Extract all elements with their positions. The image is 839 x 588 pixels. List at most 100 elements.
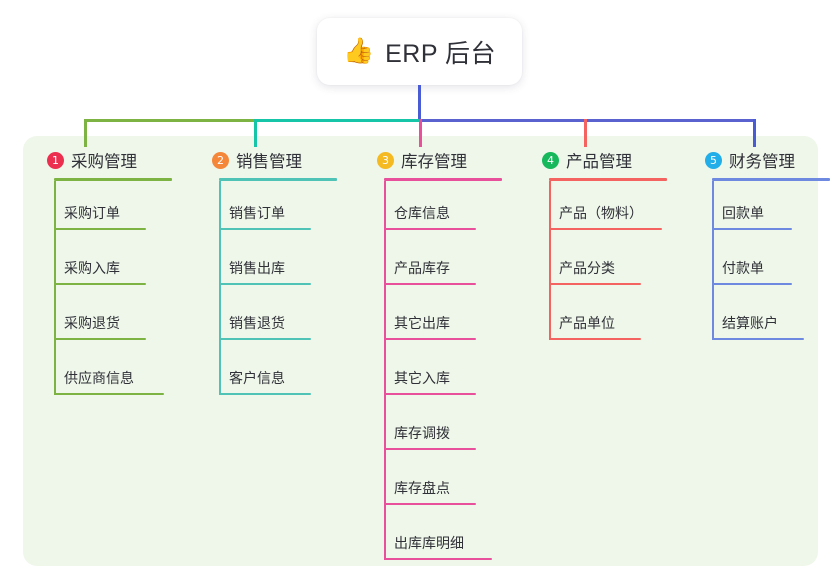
branch-item-rule [712, 338, 804, 340]
branch-item[interactable]: 产品分类 [528, 236, 678, 291]
branch-items-5: 回款单付款单结算账户 [691, 181, 839, 346]
branch-item-rule [219, 393, 311, 395]
branch-item[interactable]: 回款单 [691, 181, 839, 236]
branch-item-label: 产品（物料） [559, 205, 643, 221]
branch-item-label: 付款单 [722, 260, 764, 276]
branch-spine-1 [54, 181, 56, 395]
branch-item-label: 销售订单 [229, 205, 285, 221]
branch-item[interactable]: 采购订单 [33, 181, 183, 236]
branch-items-2: 销售订单销售出库销售退货客户信息 [198, 181, 348, 401]
branch-item[interactable]: 付款单 [691, 236, 839, 291]
branch-item-label: 仓库信息 [394, 205, 450, 221]
bar-segment-teal [254, 119, 419, 122]
branch-title-3: 库存管理 [401, 153, 467, 171]
diagram-panel-background [23, 136, 818, 566]
branch-spine-4 [549, 181, 551, 340]
drop-branch-3 [419, 119, 422, 147]
branch-item-rule [384, 558, 492, 560]
branch-item[interactable]: 销售退货 [198, 291, 348, 346]
bar-segment-green [84, 119, 254, 122]
branch-items-4: 产品（物料） 产品分类产品单位 [528, 181, 678, 346]
branch-column-4: 4 产品管理产品（物料） 产品分类产品单位 [528, 147, 678, 346]
branch-item-rule [384, 393, 476, 395]
branch-item-rule [712, 283, 792, 285]
branch-column-3: 3 库存管理仓库信息产品库存其它出库其它入库库存调拨库存盘点出库库明细 [363, 147, 513, 566]
branch-column-1: 1 采购管理采购订单采购入库采购退货供应商信息 [33, 147, 183, 401]
branch-item-label: 客户信息 [229, 370, 285, 386]
branch-item-rule [549, 338, 641, 340]
drop-branch-2 [254, 119, 257, 147]
branch-item[interactable]: 供应商信息 [33, 346, 183, 401]
branch-items-3: 仓库信息产品库存其它出库其它入库库存调拨库存盘点出库库明细 [363, 181, 513, 566]
branch-item-label: 销售退货 [229, 315, 285, 331]
drop-branch-1 [84, 119, 87, 147]
branch-badge-1: 1 [47, 151, 64, 169]
branch-item[interactable]: 采购入库 [33, 236, 183, 291]
drop-branch-4 [584, 119, 587, 147]
branch-item-label: 产品分类 [559, 260, 615, 276]
branch-header-4[interactable]: 4 产品管理 [528, 147, 678, 173]
branch-item-rule [384, 448, 476, 450]
branch-item[interactable]: 产品库存 [363, 236, 513, 291]
root-node-title: ERP 后台 [385, 39, 497, 68]
branch-item-rule [54, 283, 146, 285]
branch-item-label: 采购订单 [64, 205, 120, 221]
branch-item-rule [384, 283, 476, 285]
branch-item-rule [54, 338, 146, 340]
branch-item-label: 回款单 [722, 205, 764, 221]
branch-header-rule-2 [219, 178, 337, 181]
branch-item-rule [54, 393, 164, 395]
branch-badge-4: 4 [542, 151, 559, 169]
branch-item[interactable]: 仓库信息 [363, 181, 513, 236]
branch-item-label: 出库库明细 [394, 535, 464, 551]
branch-header-rule-1 [54, 178, 172, 181]
branch-item[interactable]: 客户信息 [198, 346, 348, 401]
branch-item-label: 采购退货 [64, 315, 120, 331]
branch-header-1[interactable]: 1 采购管理 [33, 147, 183, 173]
branch-item-rule [549, 228, 662, 230]
branch-header-rule-3 [384, 178, 502, 181]
branch-item[interactable]: 其它出库 [363, 291, 513, 346]
root-stem-connector [418, 85, 421, 122]
branch-item[interactable]: 产品单位 [528, 291, 678, 346]
branch-item-label: 销售出库 [229, 260, 285, 276]
branch-item-label: 供应商信息 [64, 370, 134, 386]
branch-header-3[interactable]: 3 库存管理 [363, 147, 513, 173]
branch-badge-3: 3 [377, 151, 394, 169]
branch-badge-5: 5 [705, 151, 722, 169]
branch-title-1: 采购管理 [71, 153, 137, 171]
branch-badge-2: 2 [212, 151, 229, 169]
branch-item-rule [712, 228, 792, 230]
branch-spine-3 [384, 181, 386, 560]
branch-item[interactable]: 销售订单 [198, 181, 348, 236]
branch-item[interactable]: 采购退货 [33, 291, 183, 346]
branch-item-rule [54, 228, 146, 230]
branch-spine-2 [219, 181, 221, 395]
branch-item-rule [384, 338, 476, 340]
branch-column-5: 5 财务管理回款单付款单结算账户 [691, 147, 839, 346]
branch-item-label: 库存盘点 [394, 480, 450, 496]
branch-title-4: 产品管理 [566, 153, 632, 171]
branch-item-rule [219, 228, 311, 230]
branch-item[interactable]: 其它入库 [363, 346, 513, 401]
branch-header-rule-5 [712, 178, 830, 181]
branch-item[interactable]: 销售出库 [198, 236, 348, 291]
branch-item-label: 采购入库 [64, 260, 120, 276]
branch-title-5: 财务管理 [729, 153, 795, 171]
branch-header-5[interactable]: 5 财务管理 [691, 147, 839, 173]
root-node-card[interactable]: 👍 ERP 后台 [317, 18, 522, 85]
branch-item[interactable]: 结算账户 [691, 291, 839, 346]
branch-item-rule [549, 283, 641, 285]
branch-header-rule-4 [549, 178, 667, 181]
branch-item[interactable]: 产品（物料） [528, 181, 678, 236]
branch-item[interactable]: 库存调拨 [363, 401, 513, 456]
branch-spine-5 [712, 181, 714, 340]
drop-branch-5 [753, 119, 756, 147]
branch-item-rule [219, 283, 311, 285]
branch-item[interactable]: 出库库明细 [363, 511, 513, 566]
branch-item[interactable]: 库存盘点 [363, 456, 513, 511]
branch-item-label: 产品单位 [559, 315, 615, 331]
branch-item-label: 其它入库 [394, 370, 450, 386]
